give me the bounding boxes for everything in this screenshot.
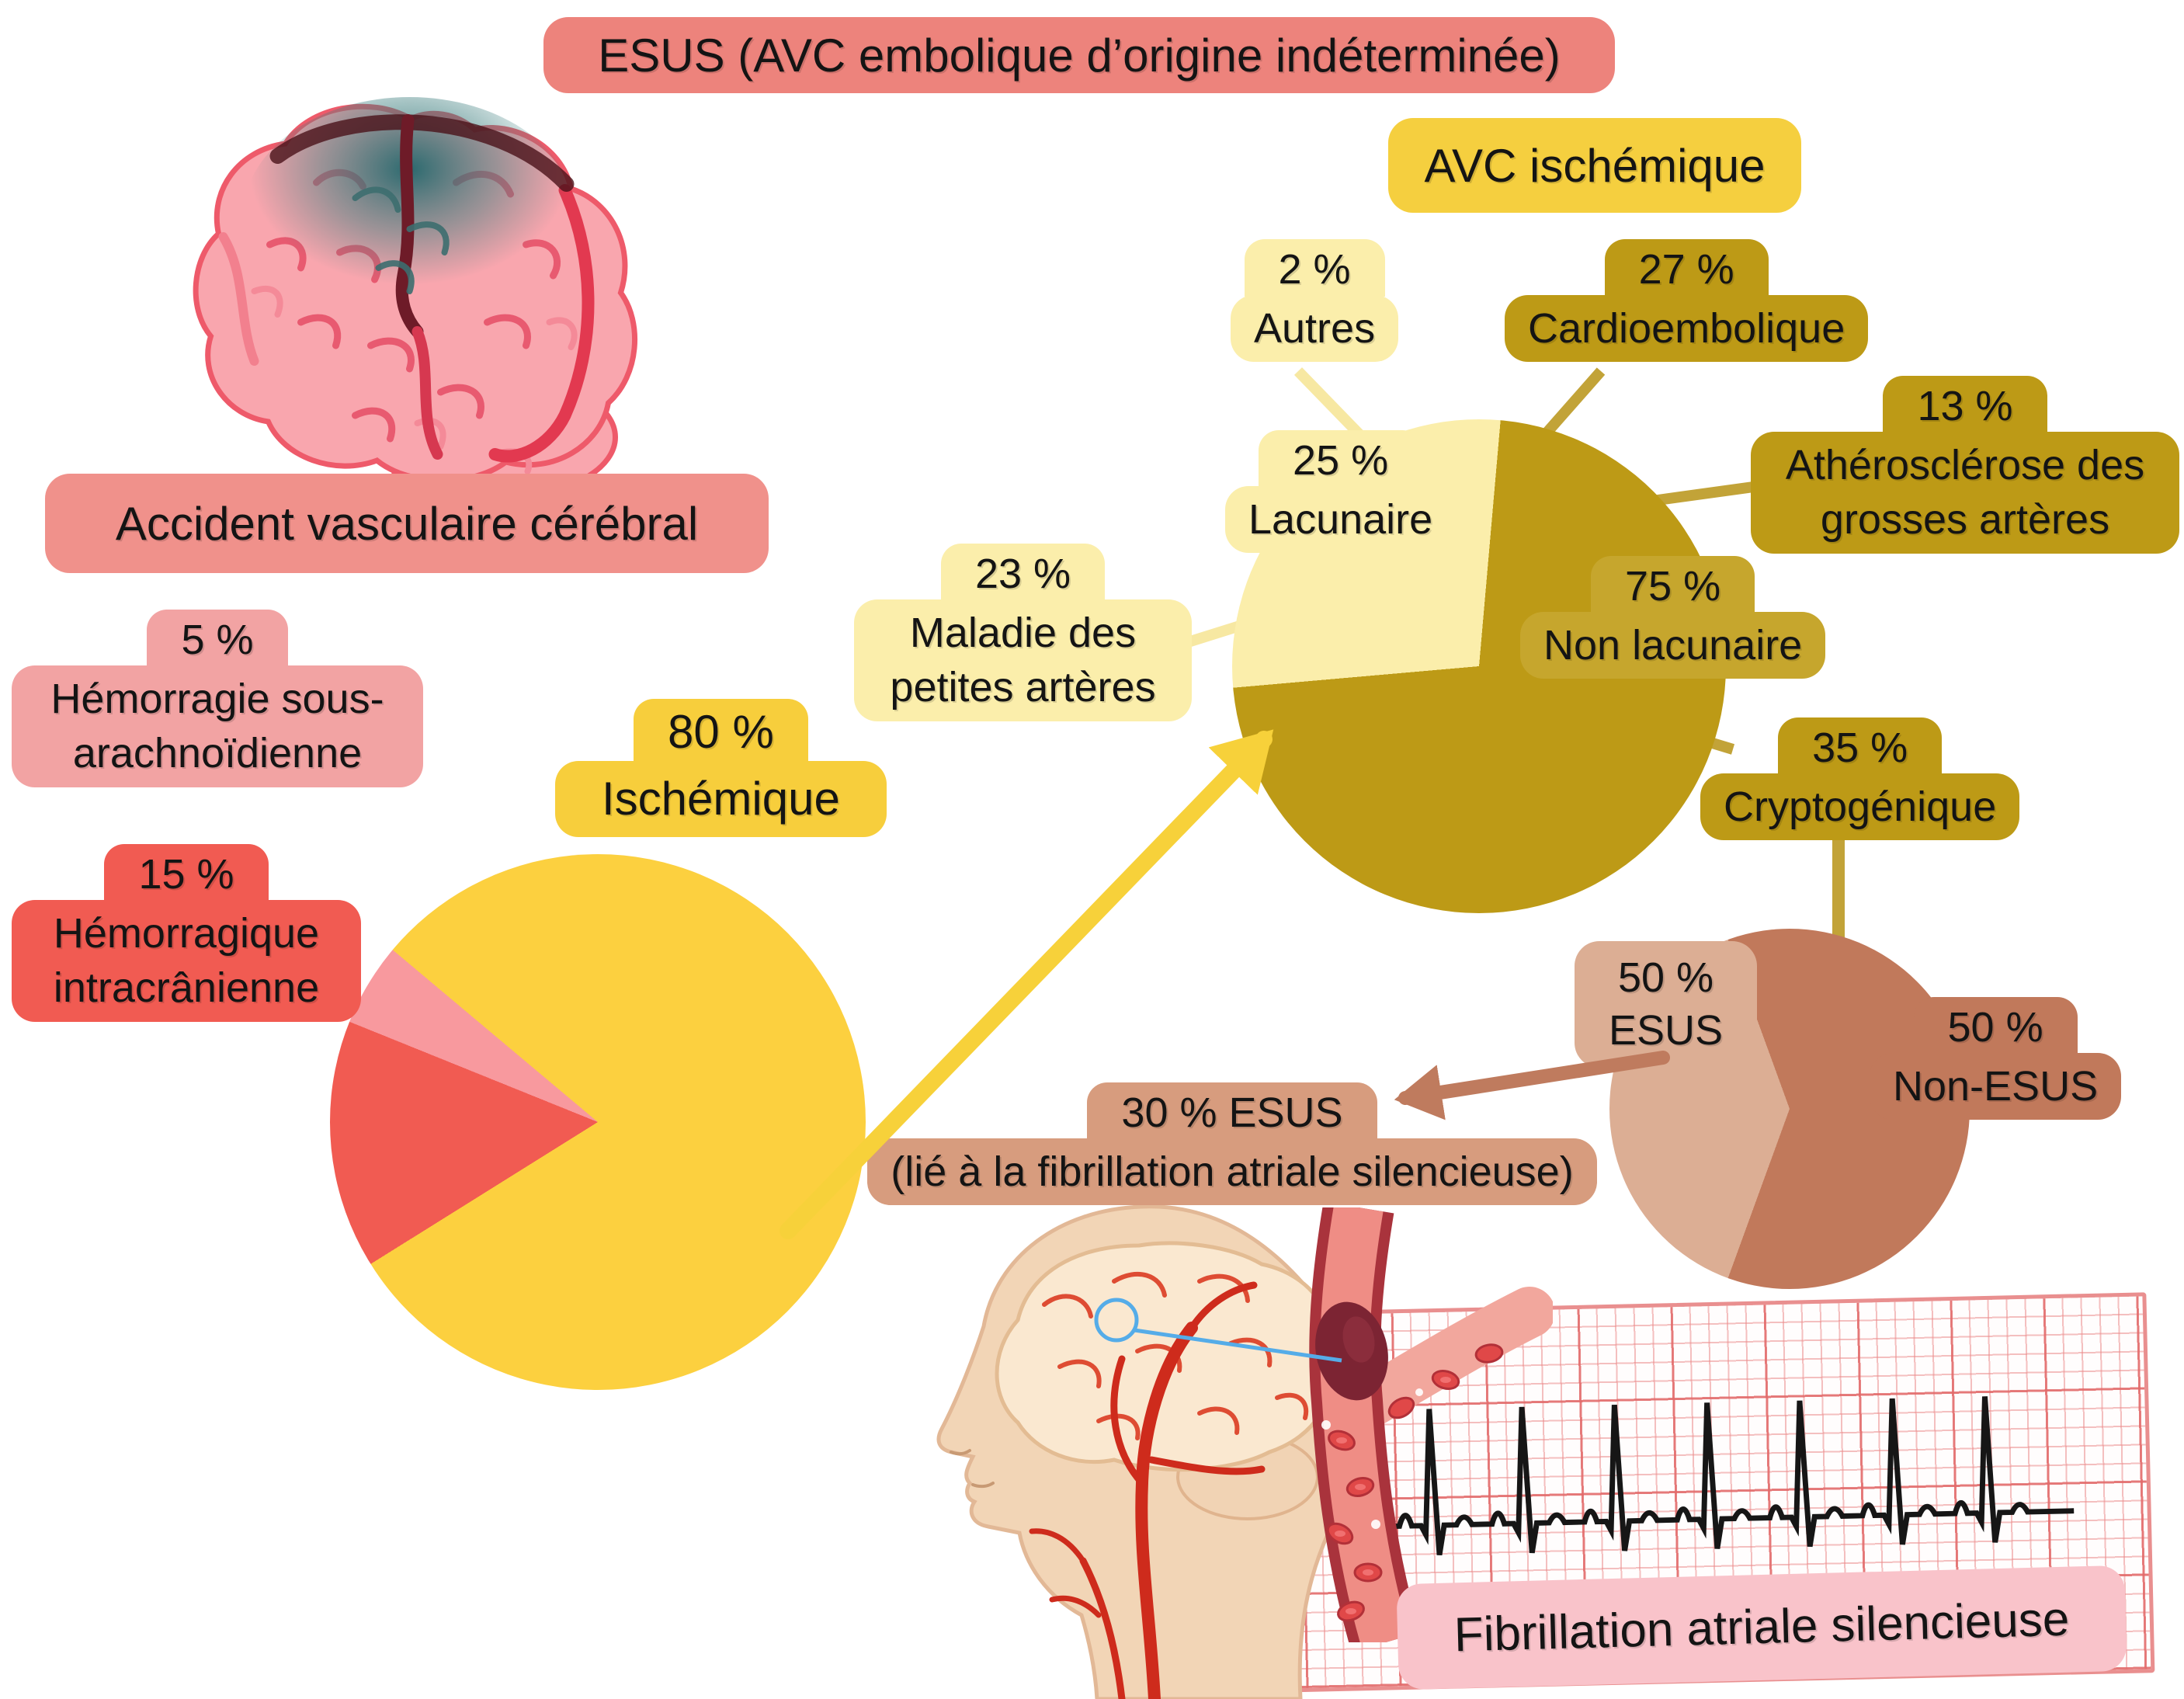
hemorragique-pct: 15 %: [104, 844, 269, 902]
avc-ischemique-label: AVC ischémique: [1388, 118, 1801, 213]
callout-non-lacunaire: 75 % Non lacunaire: [1520, 554, 1826, 679]
callout-hemorragique: 15 % Hémorragique intracrânienne: [12, 843, 361, 1022]
ischemique-pct: 80 %: [634, 699, 808, 763]
vessel-lumen: [1320, 1207, 1410, 1642]
callout-cryptogenique: 35 % Cryptogénique: [1700, 716, 2020, 841]
occluded-artery: [395, 114, 424, 338]
autres-pct: 2 %: [1244, 239, 1385, 297]
callout-cardioembolique: 27 % Cardioembolique: [1505, 238, 1869, 363]
vessel-clot-illustration: [1309, 1207, 1553, 1642]
fibrillation-label: Fibrillation atriale silencieuse: [1396, 1565, 2127, 1690]
sous-arachnoidienne-pct: 5 %: [147, 610, 288, 668]
petites-arteres-label: Maladie des petites artères: [854, 599, 1192, 721]
callout-ischemique: 80 % Ischémique: [555, 697, 887, 837]
red-blood-cells: [1321, 1343, 1504, 1622]
ecg-trace: [1255, 1396, 2075, 1558]
connector-cardioembolique: [1539, 367, 1606, 440]
lacunaire-label: Lacunaire: [1225, 486, 1457, 554]
callout-lacunaire: 25 % Lacunaire: [1225, 429, 1457, 554]
esus-pct: 50 %: [1617, 954, 1714, 1001]
callout-non-esus: 50 % Non-ESUS: [1870, 995, 2122, 1121]
callout-autres: 2 % Autres: [1231, 238, 1399, 363]
autres-label: Autres: [1231, 295, 1399, 363]
esus-fa-label: (lié à la fibrillation atriale silencieu…: [867, 1138, 1597, 1206]
non-esus-pct: 50 %: [1913, 997, 2078, 1055]
callout-petites-arteres: 23 % Maladie des petites artères: [854, 542, 1192, 721]
petites-arteres-pct: 23 %: [940, 544, 1106, 602]
atherosclerose-pct: 13 %: [1883, 376, 2047, 434]
page-title: ESUS (AVC embolique d’origine indétermin…: [543, 17, 1615, 93]
esus-label: ESUS: [1609, 1006, 1724, 1054]
esus-fa-pct: 30 % ESUS: [1087, 1082, 1377, 1141]
cryptogenique-label: Cryptogénique: [1700, 773, 2020, 841]
cryptogenique-pct: 35 %: [1778, 717, 1943, 776]
sous-arachnoidienne-label: Hémorragie sous-arachnoïdienne: [12, 665, 423, 787]
ecg-grid: [1200, 1292, 2155, 1694]
avc-label: Accident vasculaire cérébral: [45, 474, 769, 573]
ischemique-label: Ischémique: [555, 761, 887, 837]
cardioembolique-pct: 27 %: [1604, 239, 1769, 297]
lacunaire-pct: 25 %: [1259, 430, 1423, 488]
callout-atherosclerose: 13 % Athérosclérose des grosses artères: [1751, 374, 2179, 554]
non-esus-label: Non-ESUS: [1870, 1053, 2122, 1121]
non-lacunaire-pct: 75 %: [1591, 556, 1755, 614]
non-lacunaire-label: Non lacunaire: [1520, 612, 1826, 679]
callout-esus-fa: 30 % ESUS (lié à la fibrillation atriale…: [863, 1081, 1601, 1206]
cardioembolique-label: Cardioembolique: [1505, 295, 1869, 363]
atherosclerose-label: Athérosclérose des grosses artères: [1751, 432, 2179, 554]
hemorragique-label: Hémorragique intracrânienne: [12, 900, 361, 1022]
callout-esus: 50 % ESUS: [1575, 941, 1758, 1068]
brain-stroke-illustration: [193, 97, 638, 501]
pie-avc: [330, 854, 866, 1390]
callout-sous-arachnoidienne: 5 % Hémorragie sous-arachnoïdienne: [12, 608, 423, 787]
